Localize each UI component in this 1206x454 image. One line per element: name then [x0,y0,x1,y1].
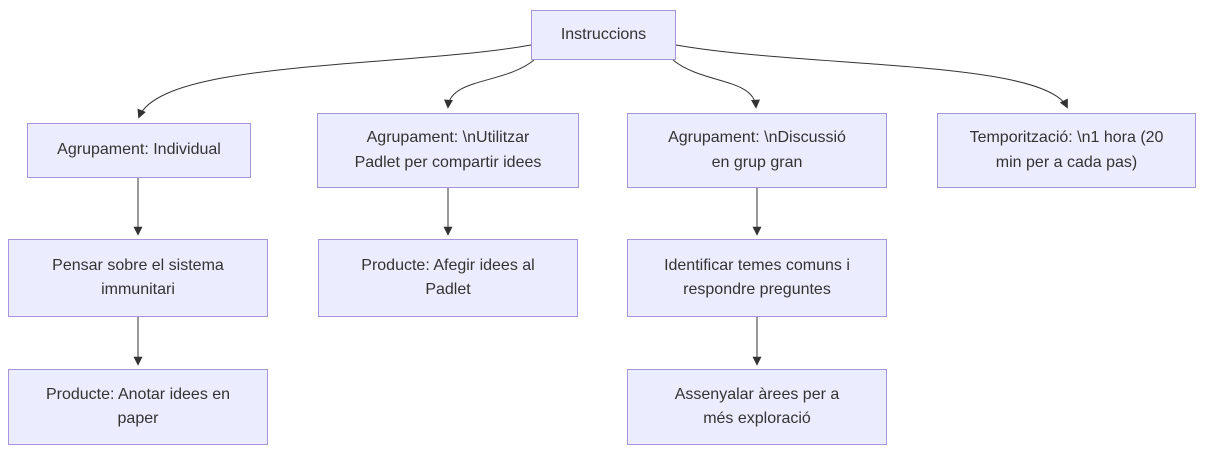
node-label: Agrupament: \nUtilitzar [366,129,530,146]
node-label: Padlet per compartir idees [354,153,542,171]
node-label: Producte: Afegir idees al [361,256,535,274]
node-label: respondre preguntes [683,281,831,298]
node-producte-anotar-paper: Producte: Anotar idees en paper [8,369,268,445]
edge-root-padlet [444,59,535,109]
node-agrupament-individual: Agrupament: Individual [27,123,251,178]
node-label: Pensar sobre el sistema [52,256,224,274]
node-agrupament-discussio: Agrupament: \nDiscussió en grup gran [627,113,887,188]
node-label: Agrupament: \nDiscussió [668,129,846,146]
node-label: més exploració [703,410,811,427]
node-label: min per a cada pas) [995,153,1138,171]
node-temporitzacio: Temporització: \n1 hora (20 min per a ca… [937,113,1196,188]
node-label: Identificar temes comuns i [664,256,850,274]
node-label: immunitari [101,281,175,298]
node-label: Producte: Anotar idees en [45,385,231,403]
node-label: paper [117,410,159,427]
edge-root-discussio [672,59,760,109]
node-label: Agrupament: Individual [57,141,221,159]
node-producte-afegir-padlet: Producte: Afegir idees al Padlet [318,239,578,317]
node-instruccions: Instruccions [531,10,676,60]
node-label: Instruccions [560,25,647,43]
node-identificar-temes: Identificar temes comuns i respondre pre… [627,239,887,317]
edge-root-individual [137,44,532,119]
node-agrupament-padlet: Agrupament: \nUtilitzar Padlet per compa… [317,113,579,188]
node-label: Temporització: \n1 hora (20 [969,129,1164,146]
edge-root-temporitzacio [675,44,1068,109]
node-label: Padlet [425,281,471,298]
node-assenyalar-arees: Assenyalar àrees per a més exploració [627,369,887,445]
node-pensar-sistema-immunitari: Pensar sobre el sistema immunitari [8,239,268,317]
node-label: Assenyalar àrees per a [674,385,840,403]
node-label: en grup gran [711,153,803,171]
